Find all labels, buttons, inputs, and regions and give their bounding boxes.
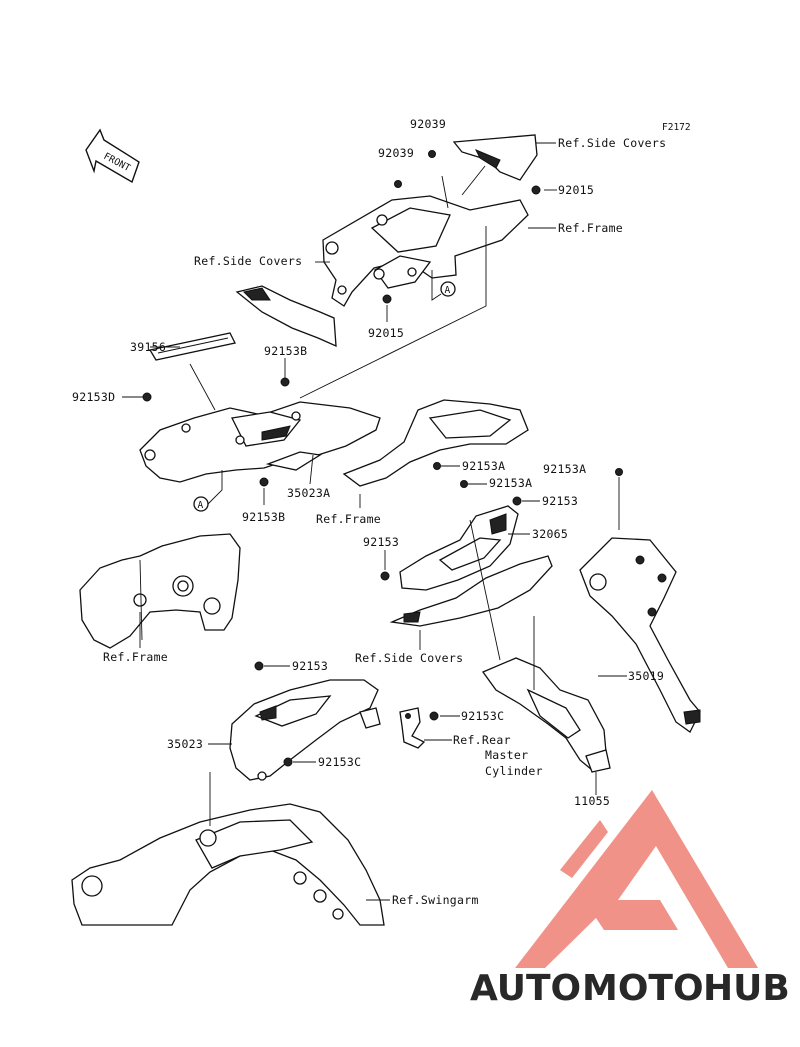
part-label-35023a: 35023A	[287, 486, 330, 500]
side-cover-top	[452, 134, 538, 181]
circle-a-left-label: A	[198, 500, 204, 511]
part-label-92153a-2: 92153A	[489, 476, 532, 490]
part-label-35019: 35019	[628, 669, 664, 683]
part-label-92153c-left: 92153C	[318, 755, 361, 769]
part-label-92039-top: 92039	[410, 117, 446, 131]
watermark-part-auto: AUTO	[470, 968, 581, 1009]
bolt-92153c-right-icon	[429, 711, 439, 721]
rear-master-cylinder-bracket	[399, 707, 426, 749]
ref-label-side-covers-top: Ref.Side Covers	[558, 136, 666, 150]
bolt-92153b-bottom-icon	[259, 477, 269, 487]
part-label-92015-bottom: 92015	[368, 326, 404, 340]
ref-label-rear-master-line3: Cylinder	[485, 764, 543, 778]
bolt-92153a-1-icon	[433, 462, 441, 470]
part-label-35023: 35023	[167, 737, 203, 751]
part-label-32065: 32065	[532, 527, 568, 541]
part-label-92153a-3: 92153A	[543, 462, 586, 476]
ref-label-rear-master-line2: Master	[485, 748, 528, 762]
side-cover-bottom	[389, 555, 553, 627]
license-bracket-35019	[579, 537, 701, 733]
part-label-11055: 11055	[574, 794, 610, 808]
bolt-92153a-2-icon	[460, 480, 468, 488]
part-label-92039-mid: 92039	[378, 146, 414, 160]
bolt-92153a-3-icon	[615, 468, 623, 476]
watermark-part-moto: MOTO	[582, 968, 704, 1009]
ref-label-frame-mid: Ref.Frame	[316, 512, 381, 526]
leader-lines	[122, 142, 627, 901]
part-label-92153d: 92153D	[72, 390, 115, 404]
fender-11055	[469, 519, 611, 773]
part-label-92153-left: 92153	[363, 535, 399, 549]
upper-bracket-assembly	[322, 165, 529, 307]
swingarm	[71, 772, 385, 926]
bolt-92153-left-icon	[380, 571, 390, 581]
watermark-part-hub: HUB	[703, 968, 790, 1009]
part-label-92153c-right: 92153C	[461, 709, 504, 723]
ref-label-side-covers-left: Ref.Side Covers	[194, 254, 302, 268]
ref-label-frame-left: Ref.Frame	[103, 650, 168, 664]
part-label-92153-right: 92153	[542, 494, 578, 508]
bolt-92153c-left-icon	[283, 757, 293, 767]
watermark-logo-icon	[515, 790, 758, 968]
splash-guard-35023	[229, 679, 381, 781]
part-label-39156: 39156	[130, 340, 166, 354]
front-arrow-icon: FRONT	[85, 128, 140, 184]
part-label-92015-right: 92015	[558, 183, 594, 197]
frame-left	[79, 533, 241, 649]
bolt-92015-right-icon	[531, 185, 541, 195]
ref-label-swingarm: Ref.Swingarm	[392, 893, 479, 907]
frame-center	[342, 399, 529, 487]
bolt-92153-right-icon	[512, 496, 522, 506]
tray-32065	[399, 505, 519, 591]
ref-label-side-covers-bottom: Ref.Side Covers	[355, 651, 463, 665]
part-label-92153-lower: 92153	[292, 659, 328, 673]
mid-left-bracket-assembly	[139, 401, 381, 483]
reference-circle-a-top	[440, 281, 456, 297]
bolt-92039-top-icon	[428, 150, 436, 158]
part-label-92153b-bottom: 92153B	[242, 510, 285, 524]
pad-39156	[148, 332, 236, 361]
bolt-92153d-icon	[142, 392, 152, 402]
figure-code: F2172	[662, 122, 691, 133]
part-label-92153b-top: 92153B	[264, 344, 307, 358]
watermark-text: AUTO MOTO HUB	[470, 968, 790, 1009]
bolt-92153b-top-icon	[280, 377, 290, 387]
part-label-92153a-1: 92153A	[462, 459, 505, 473]
circle-a-top-label: A	[445, 285, 451, 296]
bolt-92039-mid-icon	[394, 180, 402, 188]
bolt-92015-bottom-icon	[382, 294, 392, 304]
ref-label-frame-top: Ref.Frame	[558, 221, 623, 235]
ref-label-rear-master-line1: Ref.Rear	[453, 733, 511, 747]
side-cover-left	[235, 285, 337, 348]
bolt-92153-lower-icon	[254, 661, 264, 671]
